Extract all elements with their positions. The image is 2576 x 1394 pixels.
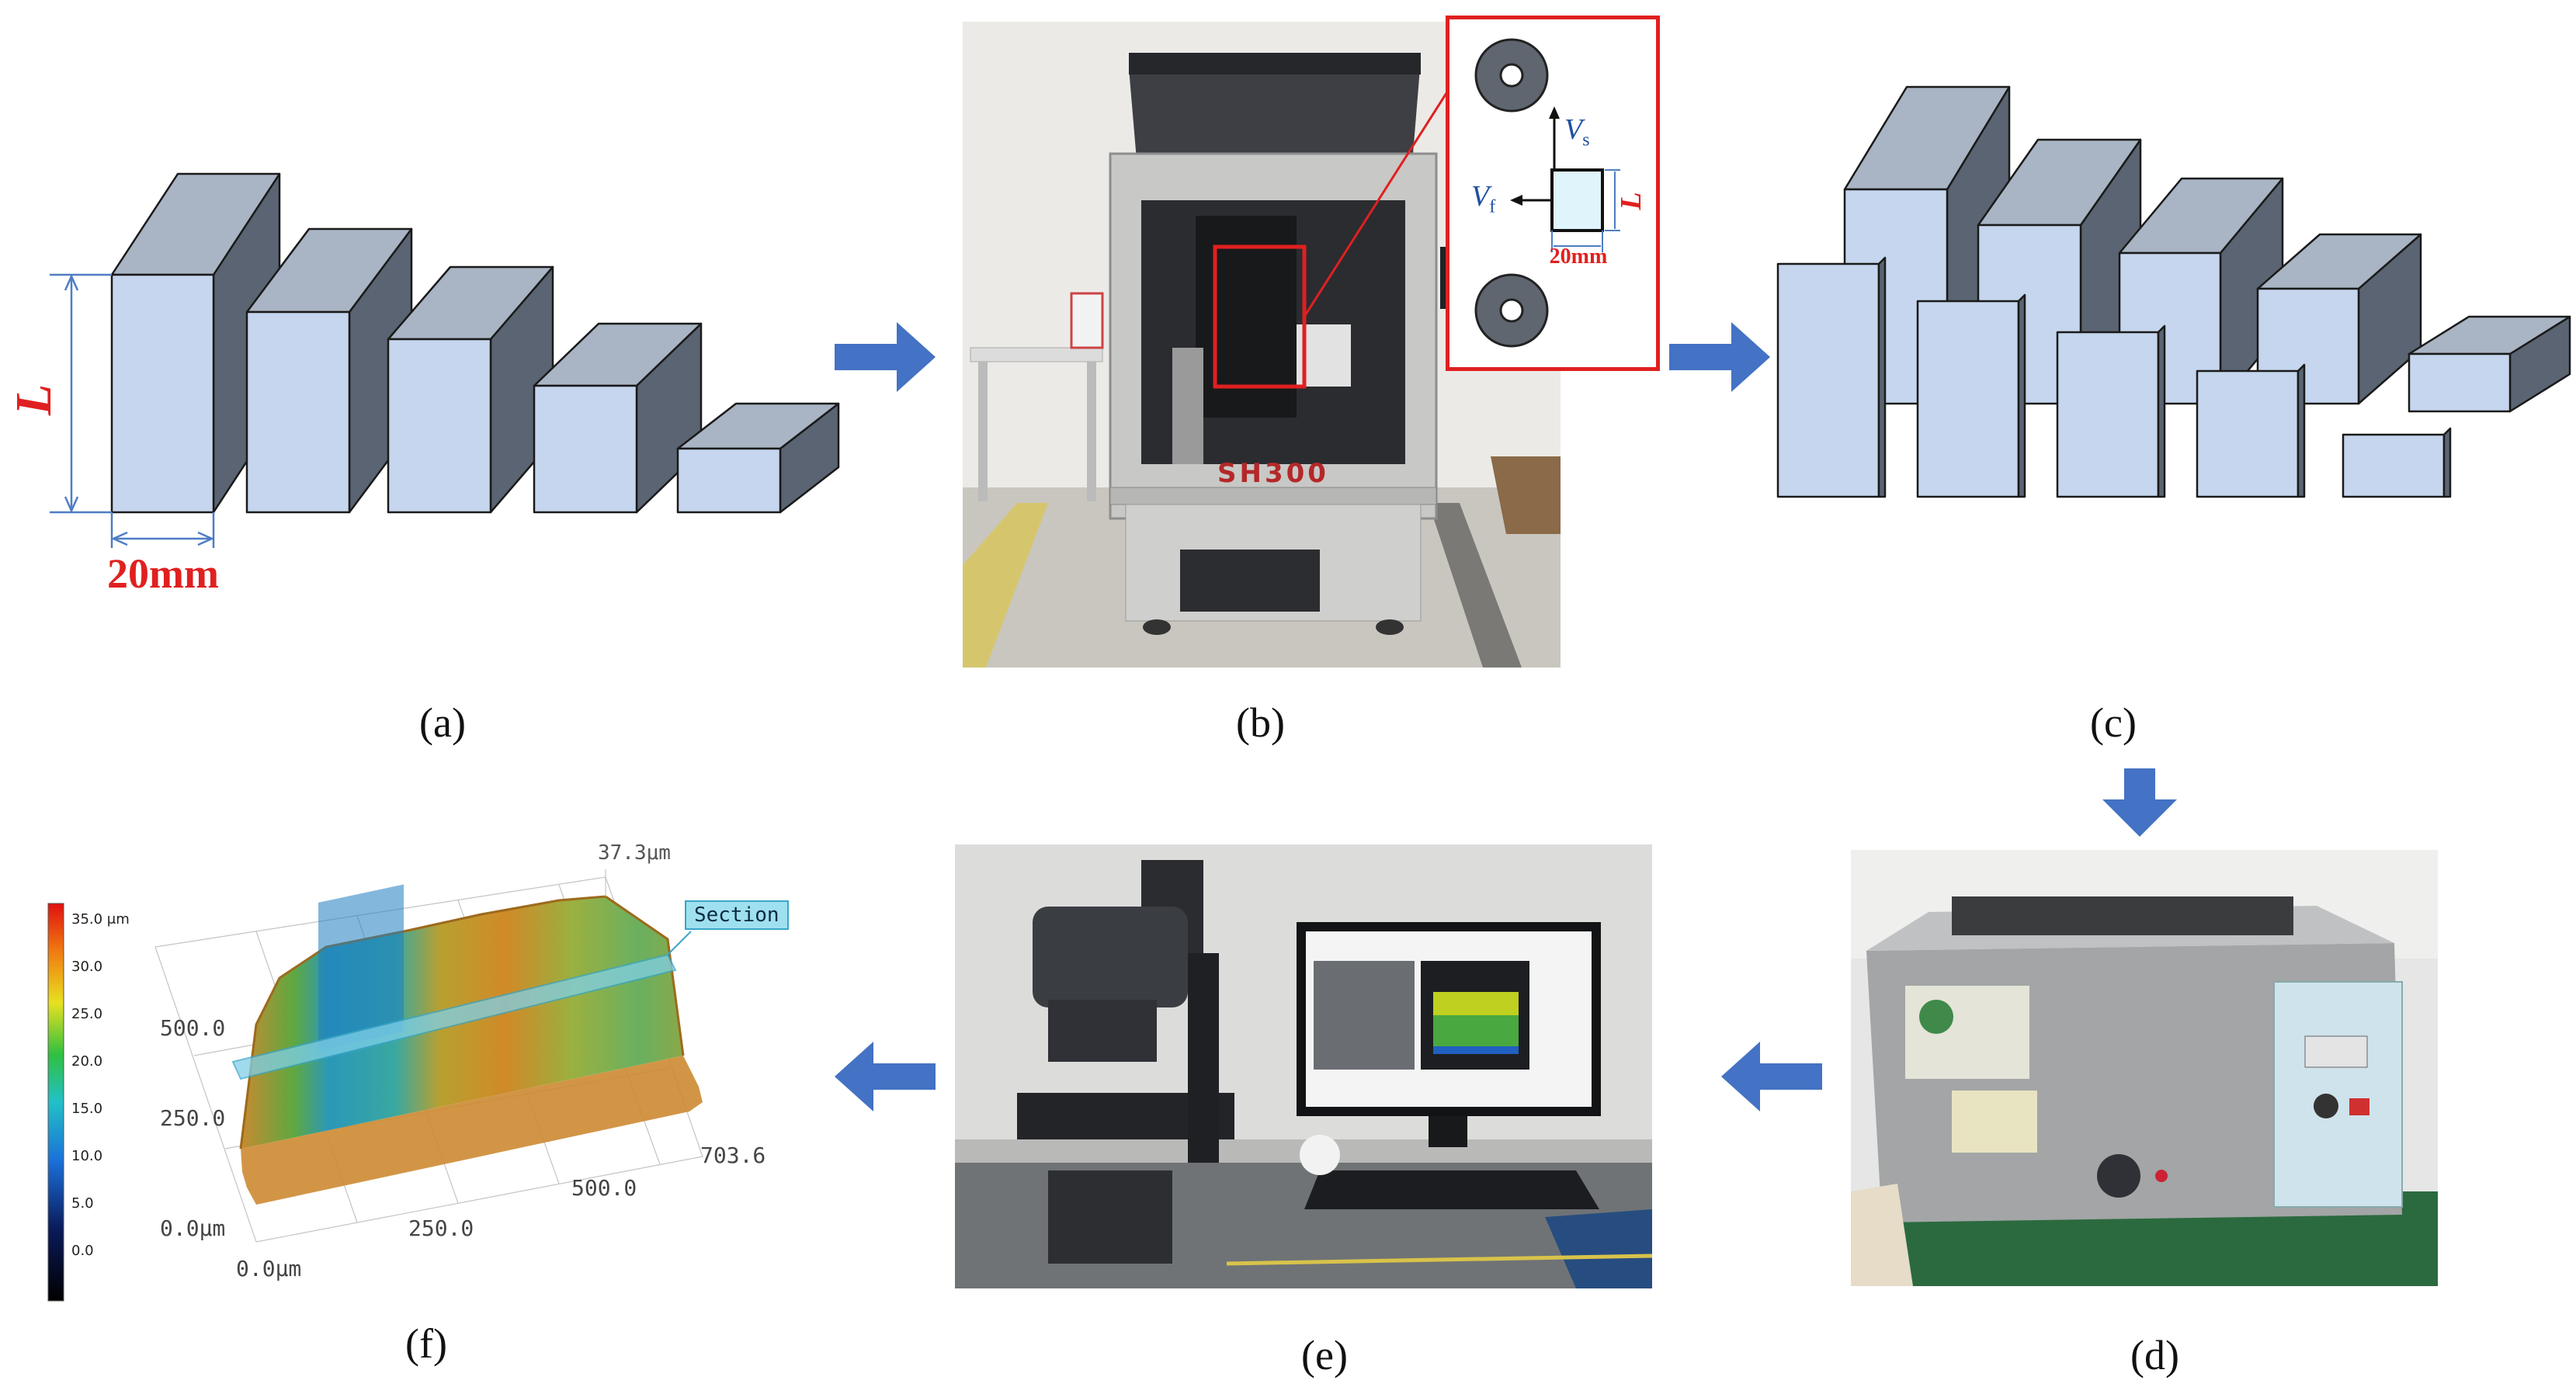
colorbar-tick-25: 25.0 [71, 1006, 103, 1022]
colorbar-tick-30: 30.0 [71, 959, 103, 975]
panel-e-label: (e) [1301, 1332, 1348, 1378]
panel-c-label: (c) [2090, 699, 2137, 746]
cut-specimens-diagram [1776, 85, 2571, 498]
colorbar [47, 903, 64, 1302]
panel-a: L 20mm [0, 140, 854, 605]
panel-d-label: (d) [2130, 1332, 2179, 1378]
block-2-front [245, 310, 351, 514]
block-3-front [387, 338, 492, 514]
panel-f-surface-topography: 35.0 μm 30.0 25.0 20.0 15.0 10.0 5.0 0.0… [0, 823, 823, 1304]
section-tag: Section [685, 900, 789, 930]
upper-roller [1474, 38, 1549, 113]
colorbar-tick-5: 5.0 [71, 1195, 94, 1212]
machine-name-label: SH300 [1217, 458, 1329, 489]
panel-d-ultrasonic-cleaner-photo [1851, 850, 2438, 1286]
feed-speed-vs-label: Vs [1564, 113, 1590, 151]
block-4-front [533, 384, 638, 514]
flow-arrow-right-1 [835, 322, 936, 392]
x-tick-0: 0.0μm [236, 1256, 302, 1281]
specimen-cross-section [1550, 168, 1604, 232]
panel-b-cutting-machine-photo: SH300 [963, 22, 1561, 668]
topography-surface [241, 1056, 703, 1205]
flow-arrow-left-1 [1721, 1042, 1822, 1111]
inset-width-label: 20mm [1549, 244, 1608, 269]
flow-arrow-right-2 [1669, 322, 1770, 392]
flow-arrow-left-2 [835, 1042, 936, 1111]
section-plane [231, 953, 677, 1080]
block-5-front [676, 447, 782, 514]
cutting-schematic-inset: Vs Vf L 20mm [1446, 16, 1660, 371]
x-tick-250: 250.0 [408, 1215, 474, 1241]
panel-c [1762, 70, 2576, 536]
panel-b-label: (b) [1236, 699, 1285, 746]
colorbar-tick-10: 10.0 [71, 1148, 103, 1164]
x-tick-703: 703.6 [700, 1143, 766, 1168]
block-1-front [110, 273, 215, 514]
panel-e-microscope-photo [955, 844, 1652, 1288]
colorbar-tick-35: 35.0 μm [71, 911, 130, 928]
panel-f-label: (f) [405, 1320, 447, 1367]
flow-arrow-down [2102, 768, 2177, 837]
colorbar-tick-20: 20.0 [71, 1053, 103, 1070]
colorbar-tick-0: 0.0 [71, 1243, 94, 1259]
y-tick-0: 0.0μm [160, 1215, 226, 1241]
width-dimension-label: 20mm [107, 550, 219, 597]
y-tick-250: 250.0 [160, 1105, 226, 1131]
length-dimension-label: L [5, 383, 62, 416]
z-axis-max-label: 37.3μm [598, 841, 671, 865]
specimen-blocks-diagram [50, 172, 840, 548]
x-tick-500: 500.0 [571, 1175, 637, 1201]
lower-roller [1474, 273, 1549, 348]
inset-length-label: L [1615, 192, 1647, 210]
colorbar-tick-15: 15.0 [71, 1101, 103, 1117]
feed-speed-vf-label: Vf [1471, 180, 1496, 217]
y-tick-500: 500.0 [160, 1015, 226, 1041]
panel-a-label: (a) [419, 699, 466, 746]
